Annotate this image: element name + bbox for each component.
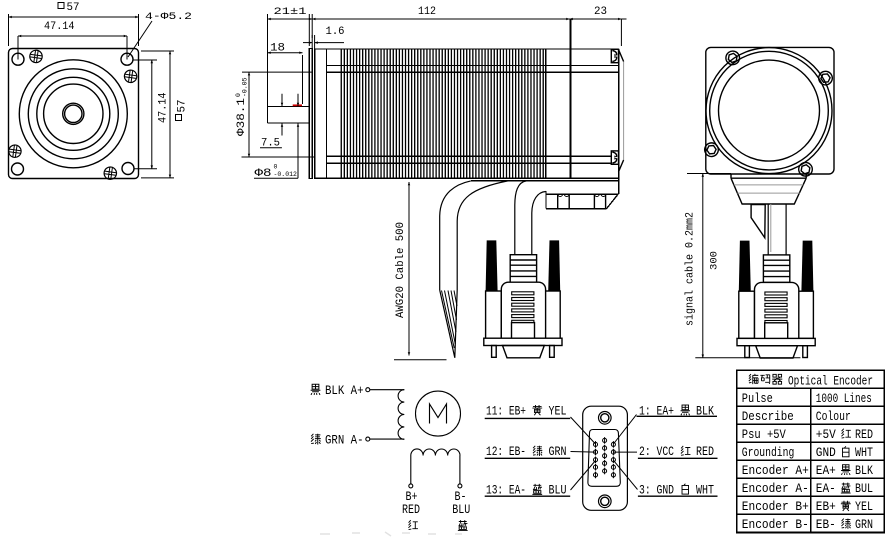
svg-text:RED: RED [696, 444, 714, 459]
svg-text:EB-: EB- [816, 517, 836, 532]
svg-text:AWG20 Cable 500: AWG20 Cable 500 [395, 222, 407, 318]
svg-text:GRN A-: GRN A- [325, 433, 364, 448]
svg-text:47.14: 47.14 [158, 92, 170, 123]
svg-text:Encoder B+: Encoder B+ [742, 499, 809, 514]
svg-text:Encoder A-: Encoder A- [742, 481, 809, 496]
svg-text:YEL: YEL [549, 403, 567, 418]
svg-text:1: EA+: 1: EA+ [639, 403, 674, 418]
svg-text:Φ38.1: Φ38.1 [236, 98, 248, 136]
svg-text:Describe: Describe [742, 409, 794, 424]
svg-text:BLK: BLK [855, 463, 873, 478]
svg-text:18: 18 [270, 43, 285, 55]
svg-text:BLU: BLU [452, 502, 470, 517]
svg-text:-0.012: -0.012 [274, 171, 298, 178]
svg-text:Φ8: Φ8 [255, 168, 272, 180]
svg-text:Colour: Colour [816, 409, 851, 424]
svg-text:EA+: EA+ [816, 463, 836, 478]
svg-text:3: GND: 3: GND [639, 482, 674, 497]
svg-text:BLK A+: BLK A+ [325, 383, 364, 398]
svg-text:RED: RED [402, 502, 420, 517]
svg-text:GRN: GRN [549, 444, 567, 459]
svg-text:2: VCC: 2: VCC [639, 444, 674, 459]
svg-text:EB+: EB+ [816, 499, 836, 514]
svg-text:WHT: WHT [696, 482, 714, 497]
svg-text:Pulse: Pulse [742, 391, 773, 406]
svg-text:WHT: WHT [855, 445, 873, 460]
svg-text:112: 112 [418, 6, 436, 18]
svg-text:+5V: +5V [816, 427, 836, 442]
svg-text:57: 57 [67, 2, 80, 14]
svg-text:B+: B+ [406, 489, 418, 504]
svg-text:300: 300 [710, 251, 721, 270]
svg-text:7.5: 7.5 [261, 138, 280, 150]
svg-text:YEL: YEL [855, 499, 873, 514]
svg-text:12: EB-: 12: EB- [486, 444, 526, 459]
svg-text:1000 Lines: 1000 Lines [816, 391, 872, 406]
svg-text:EA-: EA- [816, 481, 836, 496]
svg-text:13: EA-: 13: EA- [486, 482, 526, 497]
svg-text:Psu +5V: Psu +5V [742, 427, 786, 442]
svg-text:0: 0 [274, 164, 278, 171]
svg-text:47.14: 47.14 [44, 21, 75, 33]
svg-text:57: 57 [177, 100, 189, 113]
svg-text:BLK: BLK [696, 403, 714, 418]
svg-text:4-Φ5.2: 4-Φ5.2 [145, 11, 192, 23]
svg-text:RED: RED [855, 427, 873, 442]
svg-text:BLU: BLU [549, 482, 567, 497]
svg-text:GRN: GRN [855, 517, 873, 532]
svg-text:B-: B- [455, 489, 467, 504]
svg-text:GND: GND [816, 445, 836, 460]
svg-text:11: EB+: 11: EB+ [486, 403, 526, 418]
svg-text:-0.05: -0.05 [242, 77, 249, 97]
svg-text:1.6: 1.6 [326, 26, 345, 38]
svg-text:Encoder A+: Encoder A+ [742, 463, 809, 478]
svg-text:21±1: 21±1 [274, 6, 307, 18]
svg-text:23: 23 [594, 6, 607, 18]
svg-text:signal cable 0.2mm2: signal cable 0.2mm2 [685, 212, 697, 326]
svg-text:Grounding: Grounding [742, 445, 795, 460]
svg-text:Optical Encoder: Optical Encoder [788, 373, 873, 388]
svg-text:Encoder B-: Encoder B- [742, 517, 809, 532]
svg-text:0: 0 [235, 93, 242, 97]
svg-text:BUL: BUL [855, 481, 873, 496]
